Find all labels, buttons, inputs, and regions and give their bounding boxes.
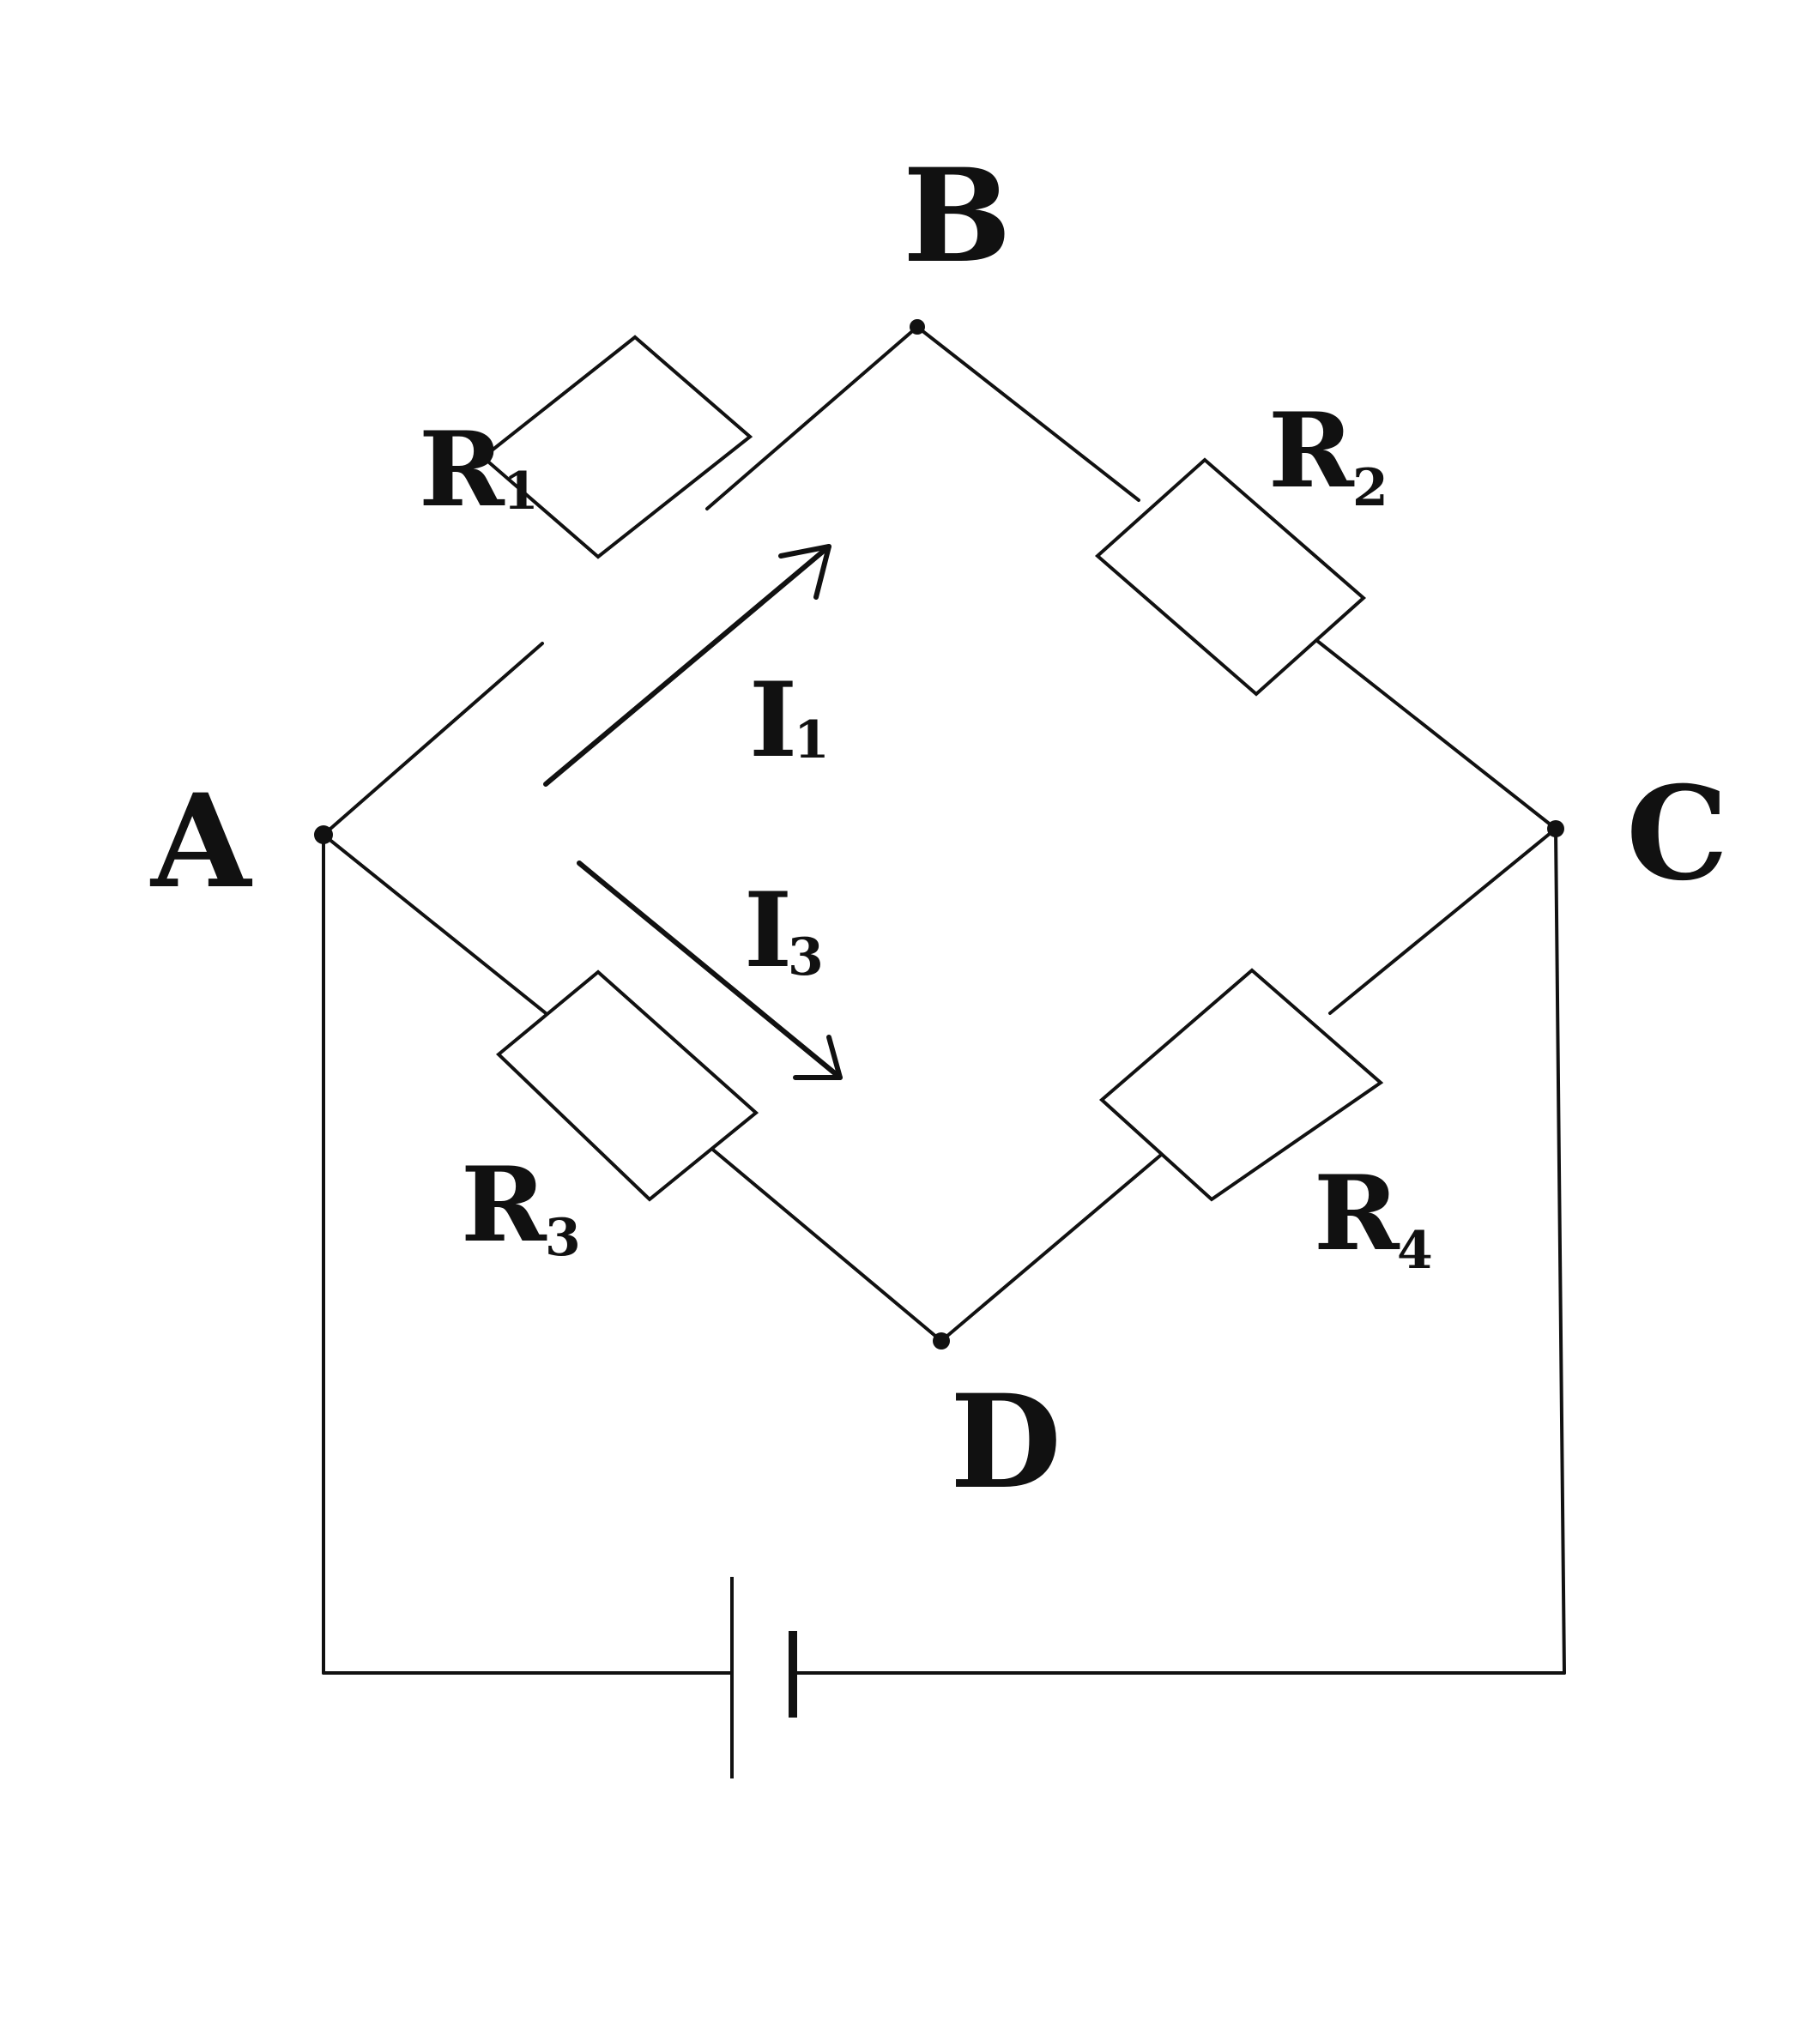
resistor-r2 [1094,457,1367,697]
resistor-r1 [480,335,753,559]
node-label-c: C [1626,758,1728,909]
label-r1: R 1 [419,409,539,530]
node-label-d: D [950,1367,1061,1518]
label-i1: I 1 [749,660,830,781]
label-i3: I 3 [744,870,824,991]
svg-text:4: 4 [1397,1221,1433,1281]
svg-text:2: 2 [1352,458,1388,518]
node-label-b: B [903,141,1012,292]
node-b-dot [910,319,925,335]
svg-text:3: 3 [788,927,824,987]
node-d-dot [933,1332,950,1350]
label-r4: R 4 [1314,1153,1433,1281]
current-arrow-i3 [577,860,843,1080]
node-c-dot [1547,820,1564,837]
wire-r2-c [1311,636,1557,830]
svg-text:R: R [461,1144,547,1265]
svg-text:1: 1 [794,710,830,770]
wire-c-down [1554,827,1566,1675]
svg-text:I: I [749,660,797,781]
svg-text:R: R [419,409,505,530]
label-r3: R 3 [461,1144,581,1268]
svg-text:R: R [1268,390,1355,511]
svg-text:3: 3 [545,1208,581,1268]
label-r2: R 2 [1268,390,1388,518]
node-a-dot [314,825,333,844]
wire-b-r2 [916,325,1140,502]
current-arrow-i1 [543,544,831,787]
resistor-r3 [495,969,759,1202]
svg-text:I: I [744,870,792,991]
wire-a-r1 [322,642,544,836]
wire-r1-b [705,325,919,510]
resistor-r4 [1098,968,1384,1202]
svg-text:R: R [1314,1153,1400,1274]
wire-a-r3 [322,833,547,1015]
wire-d-r4 [940,1144,1173,1343]
wire-r3-d [707,1144,943,1343]
node-label-a: A [149,766,253,917]
wire-r4-c [1328,827,1557,1015]
svg-text:1: 1 [503,462,539,522]
